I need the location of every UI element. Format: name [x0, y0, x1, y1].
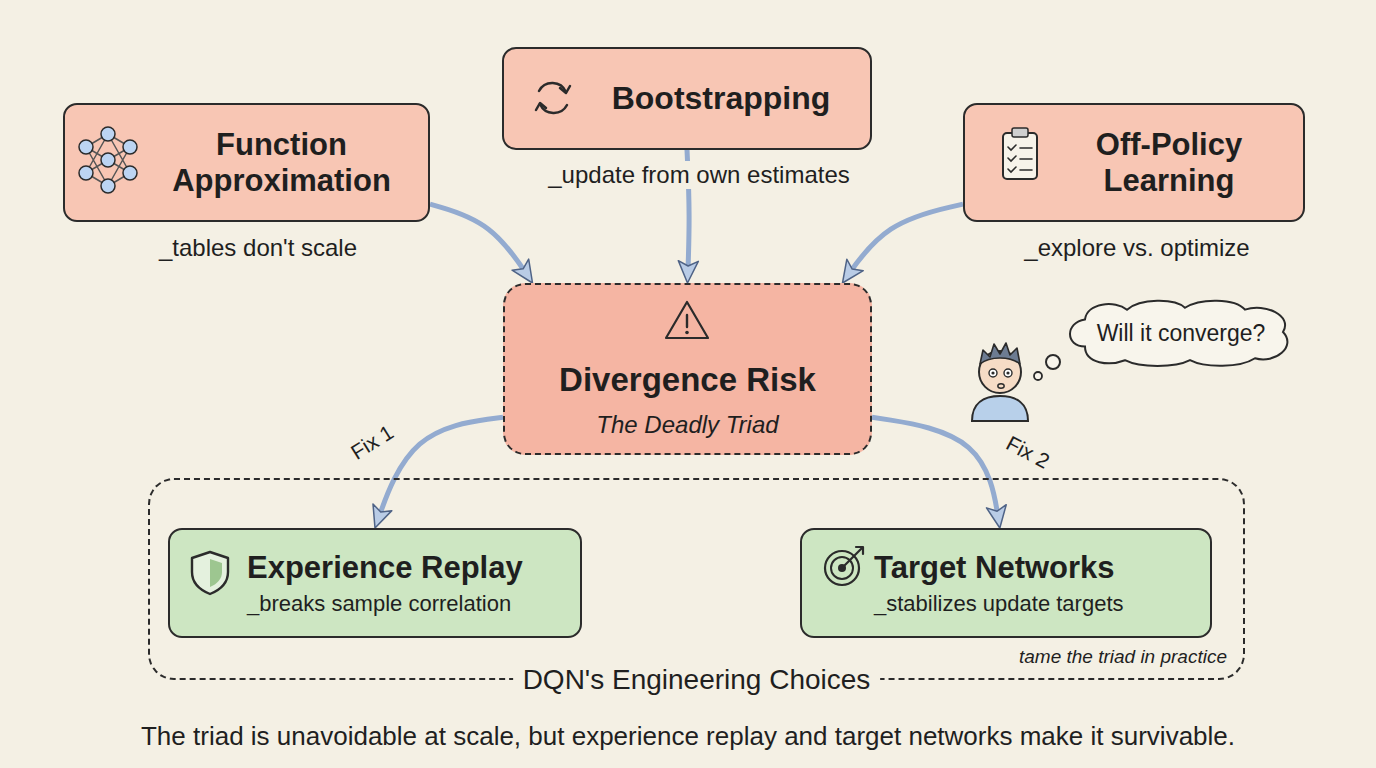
- concept-box: Bootstrapping_update from own estimates: [502, 47, 872, 150]
- cloud-shape: [1070, 301, 1287, 366]
- person-mouth: [998, 384, 1004, 388]
- box-title: Function Approximation: [147, 127, 416, 198]
- box-subtitle: _stabilizes update targets: [874, 591, 1124, 616]
- box-subtitle: _tables don't scale: [153, 234, 363, 262]
- fix-box: Target Networks _stabilizes update target…: [800, 528, 1212, 638]
- cycle-icon-arc: [539, 83, 566, 92]
- group-title: DQN's Engineering Choices: [513, 664, 881, 696]
- network-icon-node: [79, 166, 93, 180]
- box-subtitle: _breaks sample correlation: [247, 591, 511, 616]
- warning-dot: [685, 331, 689, 335]
- network-icon-node: [101, 127, 115, 141]
- network-icon-node: [101, 179, 115, 193]
- flow-arrow: [430, 204, 533, 283]
- network-icon-node: [79, 140, 93, 154]
- box-title: Bootstrapping: [612, 80, 831, 117]
- thought-dot: [1034, 372, 1042, 380]
- box-subtitle: _update from own estimates: [542, 161, 856, 189]
- shield-icon: [192, 552, 228, 594]
- edge-label: Fix 1: [347, 420, 398, 464]
- warning-mark: [686, 315, 688, 327]
- network-icon-node: [123, 140, 137, 154]
- target-icon-center: [838, 564, 846, 572]
- person-eye: [989, 369, 997, 377]
- box-subtitle: The Deadly Triad: [596, 411, 778, 439]
- cycle-icon-head: [560, 86, 570, 93]
- target-icon-dart: [842, 547, 863, 568]
- thought-text: Will it converge?: [1097, 320, 1266, 346]
- flow-arrow: [872, 417, 1000, 528]
- person-pupil: [991, 371, 994, 374]
- flow-arrow: [375, 417, 503, 528]
- thought-bubble: Will it converge?: [1065, 298, 1297, 368]
- concept-box: Off-Policy Learning_explore vs. optimize: [963, 103, 1305, 222]
- clipboard-checks: [1008, 145, 1032, 172]
- person-pupil: [1006, 371, 1009, 374]
- warning-icon: [666, 302, 708, 338]
- clipboard-icon: [1003, 133, 1037, 179]
- network-icon-node: [123, 166, 137, 180]
- box-title: Divergence Risk: [559, 361, 816, 399]
- group-note: tame the triad in practice: [1019, 646, 1227, 668]
- edge-label: Fix 2: [1002, 431, 1053, 473]
- clipboard-clip: [1012, 128, 1028, 137]
- shield-shade: [210, 559, 222, 587]
- box-title: Target Networks: [874, 550, 1115, 586]
- person-head: [979, 351, 1021, 393]
- fix-box: Experience Replay _breaks sample correlat…: [168, 528, 582, 638]
- cycle-icon-arc: [540, 104, 567, 113]
- person-hair: [980, 343, 1020, 364]
- risk-box: Divergence RiskThe Deadly Triad: [503, 283, 872, 455]
- network-icon-node: [101, 153, 115, 167]
- concept-box: Function Approximation_tables don't scal…: [63, 103, 430, 222]
- box-title: Off-Policy Learning: [1047, 127, 1291, 198]
- target-icon-ring: [825, 551, 859, 585]
- person-eye: [1004, 369, 1012, 377]
- caption: The triad is unavoidable at scale, but e…: [8, 722, 1368, 752]
- connector-group: [375, 150, 1000, 528]
- network-icon-links: [86, 134, 130, 186]
- box-subtitle: _explore vs. optimize: [1018, 234, 1255, 262]
- group-band: DQN's Engineering Choicestame the triad …: [148, 478, 1245, 680]
- flow-arrow: [842, 204, 963, 283]
- thought-dot: [1046, 355, 1060, 369]
- cycle-icon-head: [536, 103, 546, 110]
- person-body: [972, 396, 1028, 421]
- box-title: Experience Replay: [247, 550, 523, 586]
- target-icon-ring: [831, 557, 853, 579]
